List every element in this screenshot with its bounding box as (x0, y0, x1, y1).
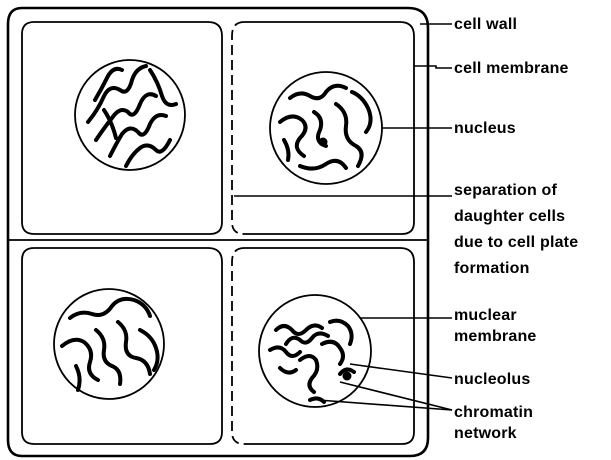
label-separation-line2: daughter cells (454, 208, 565, 225)
label-chromatin-line1: chromatin (454, 404, 533, 421)
cell-membrane-bottom-left (22, 248, 222, 444)
nucleolus-top-right (319, 138, 328, 147)
label-cell-membrane: cell membrane (454, 60, 569, 77)
label-separation-line4: formation (454, 260, 530, 277)
label-separation-line3: due to cell plate (454, 234, 578, 251)
label-chromatin-line2: network (454, 425, 517, 442)
chromatin-top-right (280, 86, 371, 169)
cell-membrane-bottom-right (244, 248, 414, 444)
cell-plate-dashed-bottom (232, 248, 244, 444)
cell-membrane-top-left (22, 22, 222, 234)
label-cell-wall: cell wall (454, 16, 517, 33)
cell-plate-dashed-top (232, 22, 244, 234)
nucleolus-bottom-right (343, 372, 352, 381)
chromatin-top-left (88, 66, 176, 166)
nucleus-top-right (270, 72, 382, 184)
nucleus-bottom-left (54, 289, 164, 399)
label-nuclear-membrane-line1: muclear (454, 307, 517, 324)
label-nucleus: nucleus (454, 120, 516, 137)
label-separation-line1: separation of (454, 182, 558, 199)
nucleus-bottom-right (259, 295, 371, 407)
label-nucleolus: nucleolus (454, 371, 530, 388)
chromatin-network-bottom-right (270, 321, 354, 402)
label-nuclear-membrane-line2: membrane (454, 328, 537, 345)
chromatin-bottom-left (62, 299, 158, 390)
